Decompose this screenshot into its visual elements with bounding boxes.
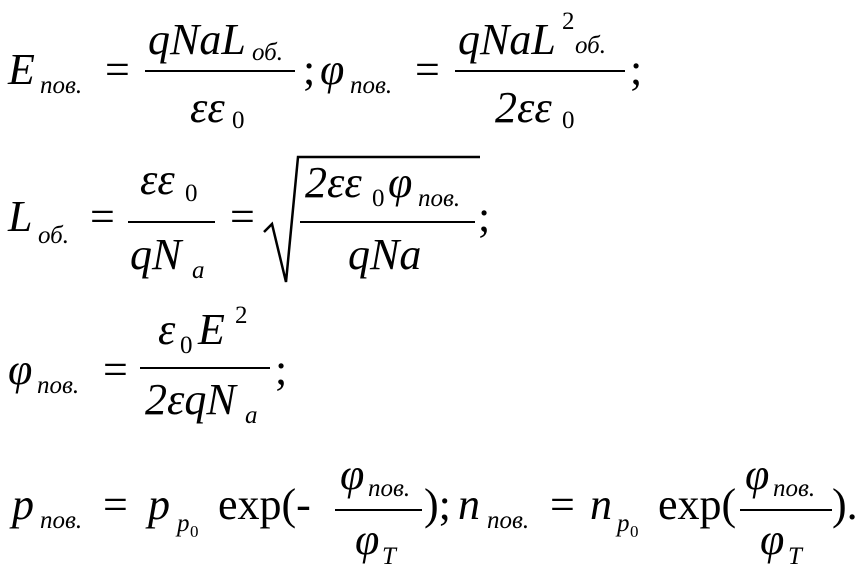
equals: = <box>415 45 440 94</box>
fraction-bar <box>335 509 422 511</box>
subscript: p <box>177 510 190 537</box>
subscript: об. <box>38 222 69 249</box>
fraction-bar <box>455 70 625 72</box>
symbol-phi: φ <box>320 45 345 94</box>
fraction-bar <box>140 367 270 369</box>
subscript: пов. <box>40 72 83 99</box>
subscript: пов. <box>350 72 393 99</box>
separator: ; <box>630 45 643 94</box>
symbol-p: p <box>12 480 34 529</box>
subscript: пов. <box>37 372 80 399</box>
subscript: 0 <box>190 522 199 541</box>
superscript: 2 <box>562 8 575 35</box>
close-paren: ). <box>832 480 858 529</box>
numerator: φ <box>340 450 365 499</box>
subscript: пов. <box>418 185 461 212</box>
denominator: φ <box>355 515 380 564</box>
subscript: a <box>245 402 258 429</box>
numerator-epsilon: ε <box>158 305 176 354</box>
numerator: qNaL <box>458 15 556 64</box>
numerator: εε <box>140 155 175 204</box>
subscript: об. <box>575 32 606 59</box>
subscript: 0 <box>630 522 639 541</box>
subscript: пов. <box>368 475 411 502</box>
subscript: пов. <box>40 507 83 534</box>
numerator: 2εε <box>305 158 362 207</box>
subscript: 0 <box>185 180 198 207</box>
subscript: 0 <box>372 185 385 212</box>
close-paren: ); <box>424 480 451 529</box>
subscript: p <box>617 510 630 537</box>
symbol-L: L <box>8 192 33 241</box>
denominator: qNa <box>348 230 422 279</box>
separator: ; <box>275 345 288 394</box>
equals: = <box>103 480 128 529</box>
numerator: qNaL <box>148 15 246 64</box>
symbol-p: p <box>148 480 170 529</box>
exp-function: exp(- <box>218 480 311 529</box>
subscript: 0 <box>180 332 193 359</box>
subscript: пов. <box>487 507 530 534</box>
equals: = <box>230 192 255 241</box>
subscript: a <box>192 257 205 284</box>
fraction-bar <box>128 221 215 223</box>
numerator-E: E <box>198 305 225 354</box>
denominator: εε <box>190 83 225 132</box>
symbol-phi: φ <box>388 158 413 207</box>
symbol-E: E <box>8 45 35 94</box>
subscript: T <box>382 543 396 570</box>
fraction-bar <box>300 221 475 223</box>
denominator: 2εε <box>495 83 552 132</box>
subscript: T <box>788 543 802 570</box>
fraction-bar <box>740 509 832 511</box>
subscript: об. <box>252 39 283 66</box>
denominator: 2εqN <box>145 375 236 424</box>
denominator: qN <box>130 230 182 279</box>
equals: = <box>105 45 130 94</box>
symbol-n: n <box>590 480 612 529</box>
fraction-bar <box>145 70 295 72</box>
equals: = <box>90 192 115 241</box>
subscript: 0 <box>562 107 575 134</box>
exp-function: exp( <box>658 480 737 529</box>
subscript: 0 <box>232 107 245 134</box>
symbol-n: n <box>458 480 480 529</box>
equals: = <box>550 480 575 529</box>
subscript: пов. <box>773 475 816 502</box>
sqrt-sign-icon <box>263 155 480 283</box>
equals: = <box>103 345 128 394</box>
separator: ; <box>478 192 491 241</box>
superscript: 2 <box>235 302 248 329</box>
symbol-phi: φ <box>8 345 33 394</box>
numerator: φ <box>745 450 770 499</box>
denominator: φ <box>760 515 785 564</box>
separator: ; <box>303 45 316 94</box>
